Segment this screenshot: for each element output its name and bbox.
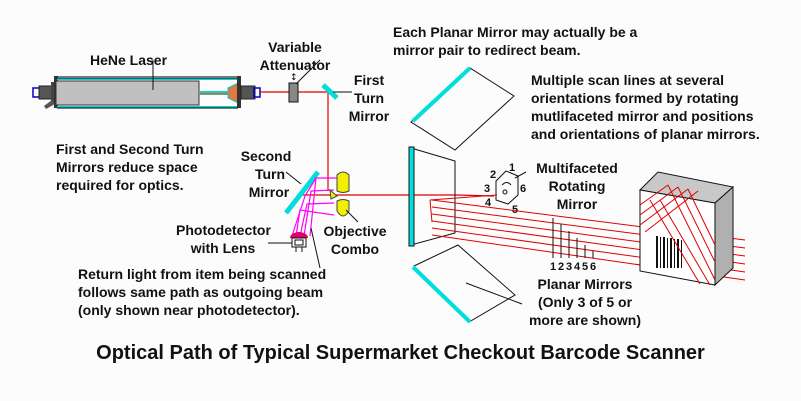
note-planar-pair: Each Planar Mirror may actually be a mir…	[393, 23, 637, 59]
label-line: Multifaceted	[536, 160, 618, 176]
variable-attenuator: ↕	[288, 59, 321, 103]
planar-mirror-bottom	[411, 244, 523, 324]
label-line: Second	[240, 148, 292, 164]
scan-line-markers	[552, 218, 594, 258]
label-line: Mirror	[248, 184, 290, 200]
label-line: Turn	[353, 90, 385, 106]
label-line: Mirror	[348, 108, 390, 124]
planar-mirror-center	[408, 146, 456, 247]
label-line: Photodetector	[176, 222, 271, 238]
second-turn-mirror	[284, 170, 320, 215]
note-line: mirror pair to redirect beam.	[393, 42, 581, 58]
scan-line-number: 4	[574, 261, 581, 273]
facet-number: 5	[512, 204, 518, 216]
label-line: Mirror	[556, 196, 598, 212]
multifaceted-mirror	[495, 170, 527, 205]
note-line: First and Second Turn	[56, 141, 204, 157]
scan-line-number: 3	[566, 261, 572, 273]
attenuator-label-line: Attenuator	[259, 57, 331, 73]
label-line: Planar Mirrors	[537, 276, 633, 292]
label-line: (Only 3 of 5 or	[537, 294, 633, 310]
note-scan-lines: Multiple scan lines at several orientati…	[531, 71, 760, 143]
objective-lens	[329, 171, 350, 217]
label-line: Turn	[254, 166, 286, 182]
note-line: and orientations of planar mirrors.	[531, 126, 760, 142]
facet-number: 3	[484, 183, 490, 195]
second-turn-mirror-label: Second Turn Mirror	[234, 147, 298, 201]
objective-label: Objective Combo	[320, 222, 390, 258]
facet-number: 4	[485, 197, 492, 209]
label-line: more are shown)	[528, 312, 642, 328]
note-line: (only shown near photodetector).	[78, 302, 300, 318]
facet-number: 6	[520, 183, 526, 195]
label-line: Rotating	[548, 178, 606, 194]
scan-line-number: 5	[582, 261, 588, 273]
note-line: Mirrors reduce space	[56, 159, 198, 175]
laser-label: HeNe Laser	[90, 52, 168, 68]
note-turn-mirrors: First and Second Turn Mirrors reduce spa…	[56, 140, 204, 194]
product-box	[638, 171, 735, 287]
note-return-light: Return light from item being scanned fol…	[78, 265, 326, 319]
planar-mirrors-label: Planar Mirrors (Only 3 of 5 or more are …	[523, 275, 647, 329]
note-line: mutlifaceted mirror and positions	[531, 108, 754, 124]
photodetector	[268, 232, 308, 252]
scan-line-number: 1	[550, 261, 556, 273]
note-line: Each Planar Mirror may actually be a	[393, 24, 638, 40]
return-light	[291, 177, 340, 237]
scan-line-number: 6	[590, 261, 596, 273]
label-line: Objective	[323, 223, 387, 239]
note-line: required for optics.	[56, 177, 184, 193]
barcode	[656, 236, 682, 268]
diagram-title: Optical Path of Typical Supermarket Chec…	[96, 342, 705, 364]
multifaceted-mirror-label: Multifaceted Rotating Mirror	[527, 159, 627, 213]
attenuator-label: Variable Attenuator	[258, 38, 332, 74]
planar-mirror-top	[410, 66, 515, 151]
note-line: Multiple scan lines at several	[531, 72, 724, 88]
first-turn-mirror-label: First Turn Mirror	[344, 71, 394, 125]
hene-laser	[32, 60, 261, 109]
note-line: Return light from item being scanned	[78, 266, 327, 282]
label-line: First	[353, 72, 385, 88]
first-turn-mirror	[321, 83, 339, 100]
photodetector-label: Photodetector with Lens	[176, 221, 271, 257]
note-line: orientations formed by rotating	[531, 90, 739, 106]
note-line: follows same path as outgoing beam	[78, 284, 324, 300]
facet-number: 2	[490, 169, 496, 181]
scan-line-number: 2	[558, 261, 564, 273]
facet-number: 1	[509, 162, 515, 174]
svg-text:↕: ↕	[290, 73, 298, 83]
attenuator-label-line: Variable	[268, 39, 322, 55]
label-line: Combo	[330, 241, 380, 257]
label-line: with Lens	[190, 240, 256, 256]
